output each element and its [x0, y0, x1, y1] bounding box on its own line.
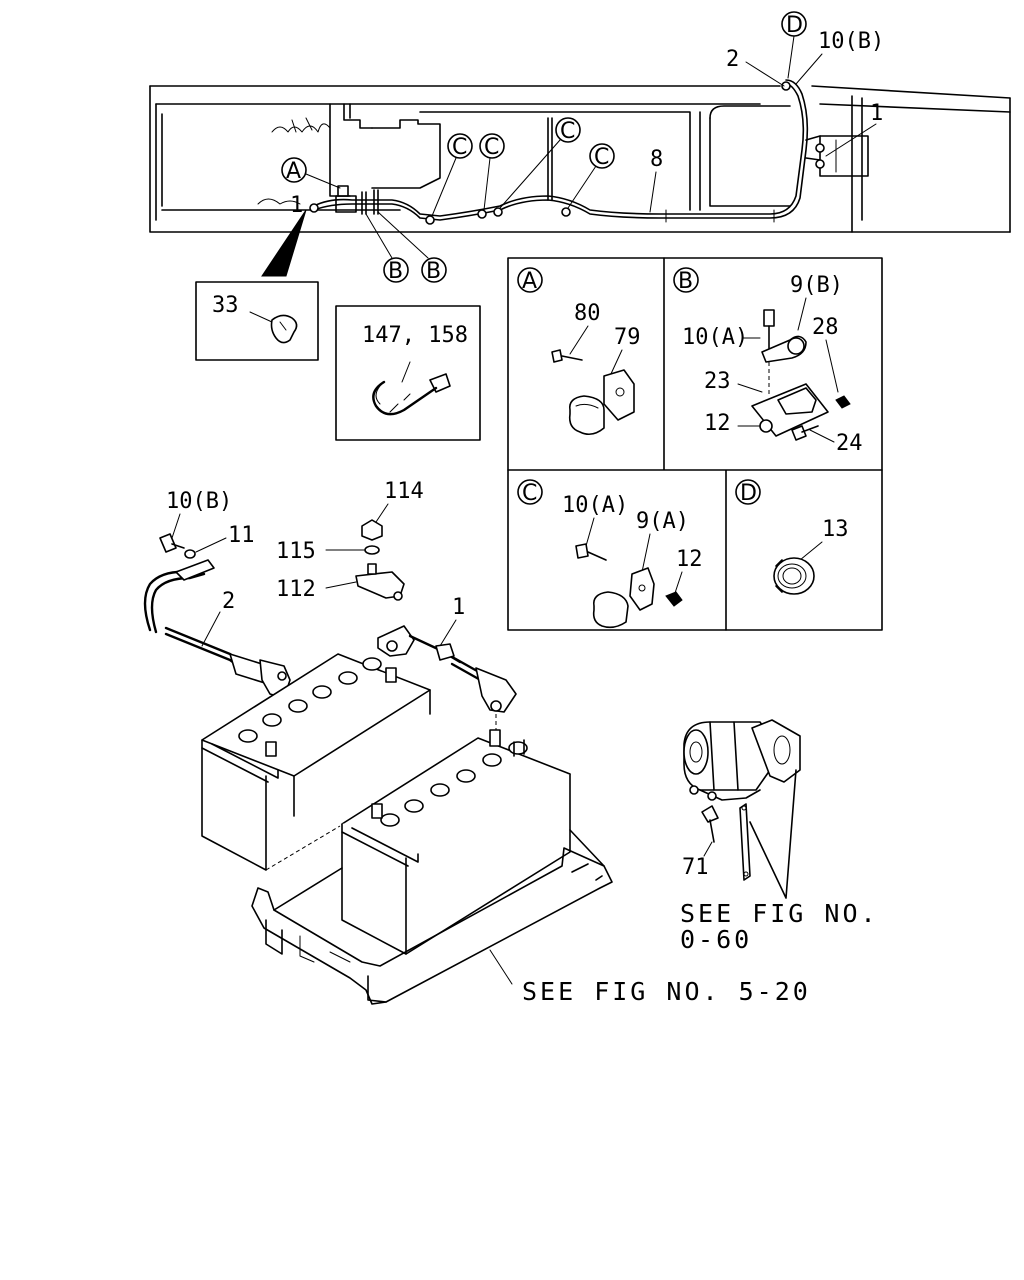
detail-c: C 10(A) 9(A) 12	[517, 479, 703, 629]
frame-callouts: D 10(B) 2 1 8 1 A C C C C B B	[261, 11, 884, 284]
callout-letter-a: A	[286, 159, 301, 184]
inset-tie-147-158: 147, 158	[335, 305, 481, 441]
callout-frame-10b: 10(B)	[818, 29, 884, 54]
detail-b-part-10a: 10(A)	[682, 325, 748, 350]
detail-c-part-9a: 9(A)	[636, 509, 689, 534]
battery-part-115: 115	[276, 539, 316, 564]
detail-a-part-80: 80	[574, 301, 601, 326]
ref-see-fig-5-20: SEE FIG NO. 5-20	[522, 977, 811, 1006]
ref-see-fig-0-60-line2: 0-60	[680, 925, 752, 954]
inset-clip-33: 33	[195, 281, 319, 361]
inset-33-label: 33	[212, 293, 239, 318]
detail-c-part-12: 12	[676, 547, 703, 572]
battery-part-1: 1	[452, 595, 465, 620]
detail-a-part-79: 79	[614, 325, 641, 350]
battery-tray	[251, 829, 613, 1005]
chassis-frame	[149, 85, 1011, 233]
detail-b: B 9(B) 10(A) 28 23 12 24	[673, 267, 863, 456]
reference-notes: SEE FIG NO. 0-60 SEE FIG NO. 5-20	[522, 899, 879, 1006]
battery-part-114: 114	[384, 479, 424, 504]
callout-frame-1: 1	[870, 101, 883, 126]
battery-part-112: 112	[276, 577, 316, 602]
starter-part-71: 71	[682, 855, 709, 880]
detail-d-part-13: 13	[822, 517, 849, 542]
detail-c-letter: C	[522, 481, 537, 506]
detail-c-part-10a: 10(A)	[562, 493, 628, 518]
inset-147-label: 147, 158	[362, 323, 468, 348]
battery-part-11: 11	[228, 523, 255, 548]
detail-b-letter: B	[678, 269, 693, 294]
detail-d: D 13	[735, 479, 849, 595]
starter-motor: 71	[682, 719, 801, 899]
callout-frame-2: 2	[726, 47, 739, 72]
battery-part-2: 2	[222, 589, 235, 614]
callout-letter-d: D	[786, 13, 803, 38]
callout-letter-c-2: C	[484, 135, 499, 160]
callout-frame-8: 8	[650, 147, 663, 172]
detail-b-part-28: 28	[812, 315, 839, 340]
detail-b-part-24: 24	[836, 431, 863, 456]
detail-a-letter: A	[522, 269, 537, 294]
callout-letter-b-2: B	[426, 259, 441, 284]
callout-letter-c-4: C	[594, 145, 609, 170]
battery-part-10b: 10(B)	[166, 489, 232, 514]
callout-letter-c-1: C	[452, 135, 467, 160]
detail-a: A 80 79	[517, 267, 641, 436]
detail-grid	[507, 257, 883, 631]
battery-left	[201, 653, 431, 871]
detail-d-letter: D	[740, 481, 757, 506]
battery-right	[341, 729, 571, 955]
callout-letter-b-1: B	[388, 259, 403, 284]
ref-see-fig-0-60-line1: SEE FIG NO.	[680, 899, 879, 928]
harness-cable-8	[309, 79, 825, 225]
detail-b-part-23: 23	[704, 369, 731, 394]
detail-b-part-9b: 9(B)	[790, 273, 843, 298]
battery-hardware: 10(B) 11 114 115 112 2 1	[143, 479, 517, 742]
detail-b-part-12: 12	[704, 411, 731, 436]
callout-letter-c-3: C	[560, 119, 575, 144]
callout-frame-1-left: 1	[290, 193, 303, 218]
